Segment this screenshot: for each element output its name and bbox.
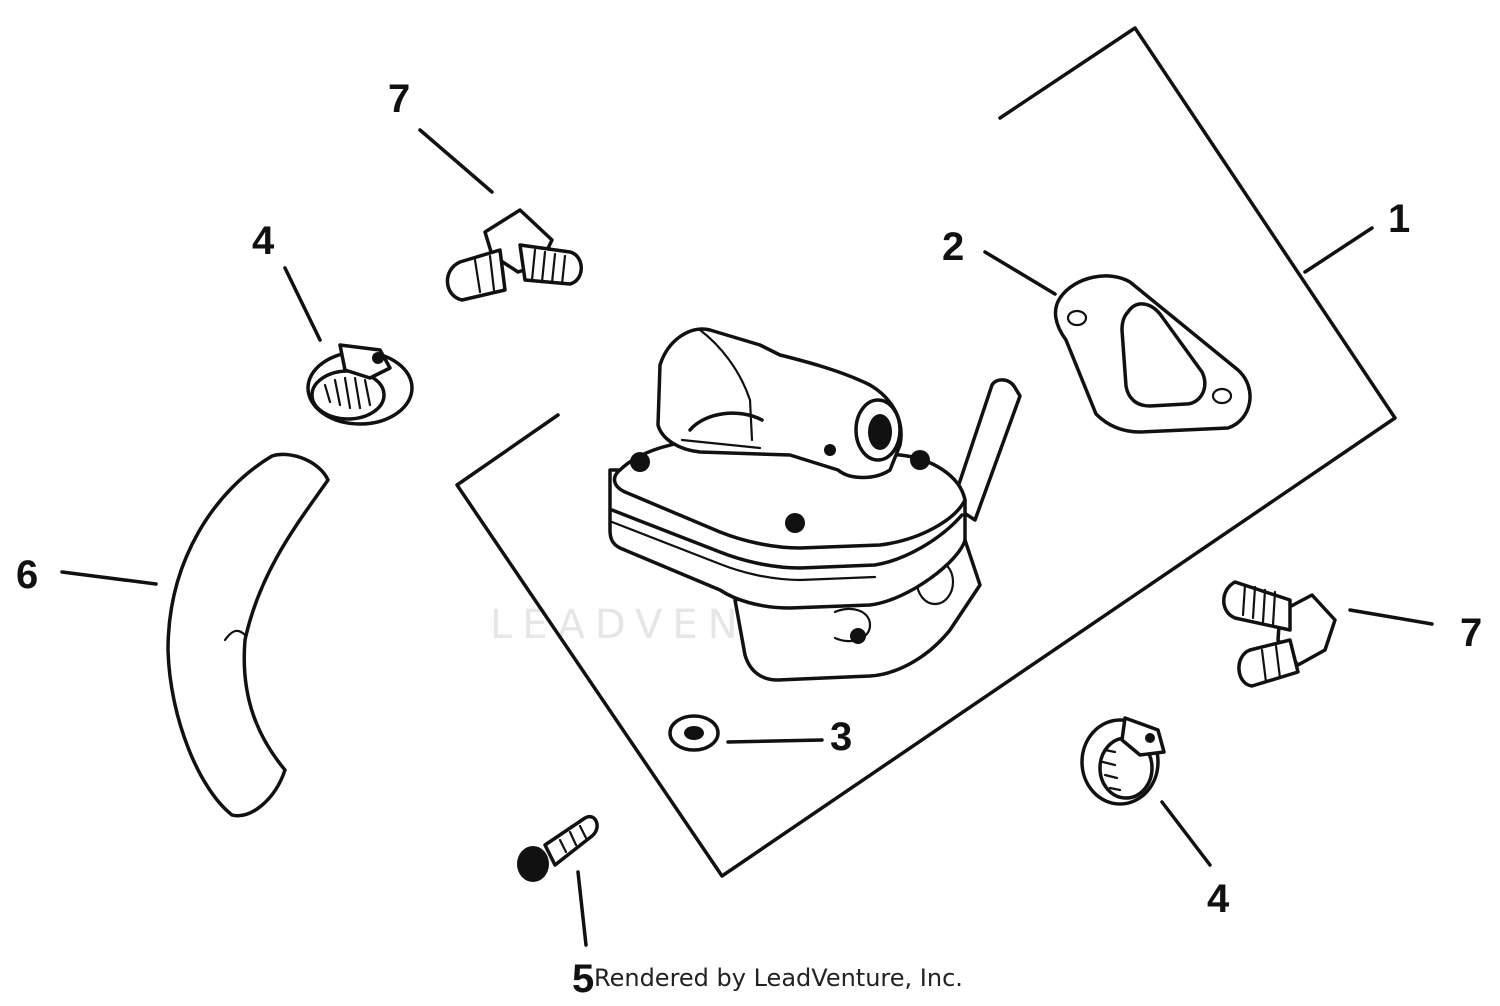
leader-7-right <box>1348 608 1434 626</box>
callout-4-clamp-upper: 4 <box>252 219 275 263</box>
callout-2-gasket: 2 <box>942 225 964 269</box>
callout-5-screw: 5 <box>572 957 594 1001</box>
hose-part <box>166 452 330 818</box>
leader-2 <box>983 250 1057 296</box>
leader-4-lower <box>1160 800 1212 867</box>
hose-clamp-upper <box>306 343 414 426</box>
fuel-pump-body <box>608 327 1022 682</box>
leader-1 <box>1303 226 1374 274</box>
leader-6 <box>60 570 158 586</box>
callout-7-elbow-upper: 7 <box>388 77 410 121</box>
callout-4-clamp-lower: 4 <box>1207 877 1230 921</box>
leader-7-upper <box>418 128 494 194</box>
washer-part <box>668 714 720 752</box>
screw-part <box>517 814 599 882</box>
leader-3 <box>726 738 824 744</box>
callout-6-hose: 6 <box>16 553 38 597</box>
leader-5 <box>576 870 588 947</box>
callout-1-kit: 1 <box>1388 197 1410 241</box>
hose-clamp-lower <box>1080 716 1166 806</box>
leader-4-upper <box>283 266 322 342</box>
elbow-fitting-right <box>1222 580 1337 688</box>
gasket-part <box>1053 274 1252 434</box>
kit-outline <box>455 26 1397 878</box>
callout-3-washer: 3 <box>830 715 852 759</box>
credit-text: Rendered by LeadVenture, Inc. <box>594 964 963 992</box>
leader-lines <box>60 128 1434 947</box>
elbow-fitting-upper <box>445 208 583 302</box>
callout-7-elbow-right: 7 <box>1460 611 1482 655</box>
